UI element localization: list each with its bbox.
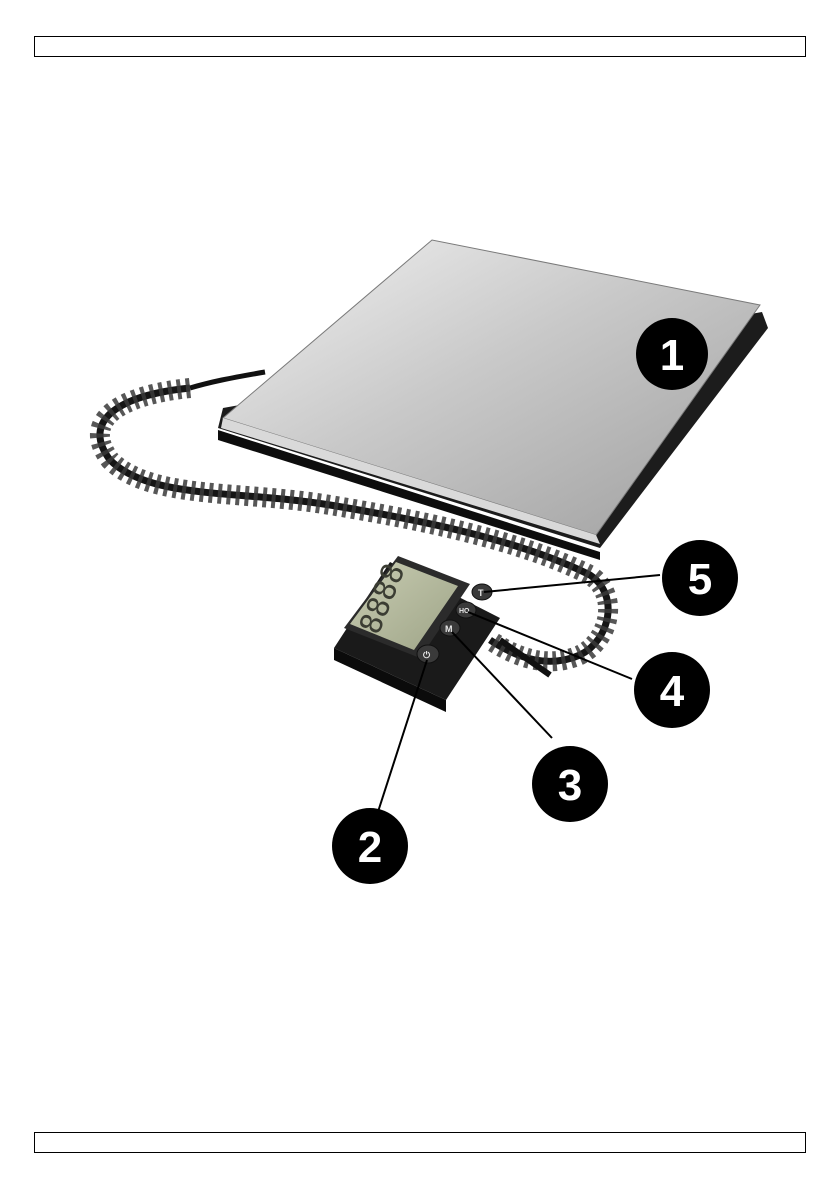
callout-4: 4 — [634, 652, 710, 728]
callout-5: 5 — [662, 540, 738, 616]
tare-label: T — [478, 588, 484, 598]
button-power[interactable]: ⏻ — [417, 645, 439, 663]
svg-text:4: 4 — [660, 667, 685, 716]
svg-text:5: 5 — [688, 555, 712, 604]
button-mode[interactable]: M — [440, 620, 460, 636]
svg-text:3: 3 — [558, 761, 582, 810]
mode-label: M — [445, 624, 453, 634]
callout-1: 1 — [636, 318, 708, 390]
svg-text:2: 2 — [358, 823, 382, 872]
button-hold[interactable]: HO — [456, 602, 476, 618]
callout-2: 2 — [332, 808, 408, 884]
scale-platform — [218, 240, 768, 560]
svg-text:1: 1 — [660, 331, 684, 380]
callout-3: 3 — [532, 746, 608, 822]
platform-cable — [190, 372, 265, 388]
power-icon: ⏻ — [423, 650, 431, 660]
